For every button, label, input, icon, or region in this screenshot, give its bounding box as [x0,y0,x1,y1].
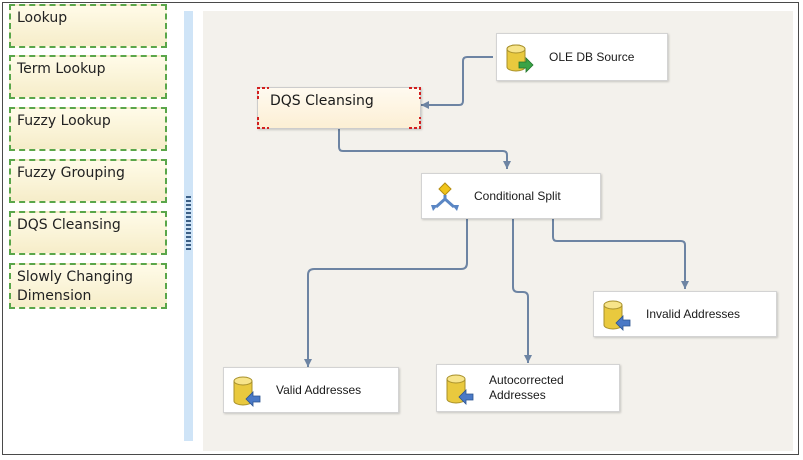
toolbox-item-slowly-changing-dimension[interactable]: Slowly Changing Dimension [9,263,167,309]
selection-marker-icon [257,87,421,129]
connector-split-to-autocorrected[interactable] [512,219,532,363]
database-destination-icon [232,374,262,411]
connector-split-to-invalid[interactable] [552,219,689,289]
component-conditional-split[interactable]: Conditional Split [421,173,601,219]
component-label: DQS Cleansing [270,93,374,109]
component-label: Valid Addresses [276,382,362,397]
component-label: Invalid Addresses [646,306,741,321]
conditional-split-icon [428,181,462,216]
database-source-icon [505,42,535,77]
component-label: Autocorrected Addresses [489,373,564,402]
toolbox-item-lookup[interactable]: Lookup [9,4,167,48]
database-destination-icon [602,298,632,335]
data-flow-canvas[interactable]: OLE DB Source DQS Cleansing [203,11,793,451]
toolbox-item-dqs-cleansing[interactable]: DQS Cleansing [9,211,167,255]
connector-split-to-valid[interactable] [304,219,468,367]
database-destination-icon [445,372,475,409]
component-invalid-addresses[interactable]: Invalid Addresses [593,291,777,337]
splitter-grip-icon[interactable] [186,196,191,252]
connector-layer [304,56,689,367]
component-dqs-cleansing[interactable]: DQS Cleansing [257,87,421,129]
toolbox-item-fuzzy-lookup[interactable]: Fuzzy Lookup [9,107,167,151]
window-frame: Lookup Term Lookup Fuzzy Lookup Fuzzy Gr… [2,2,799,455]
connector-source-to-dqs[interactable] [421,56,493,109]
connector-dqs-to-split[interactable] [338,129,511,169]
toolbox-item-term-lookup[interactable]: Term Lookup [9,55,167,99]
toolbox-item-fuzzy-grouping[interactable]: Fuzzy Grouping [9,159,167,203]
component-label: Conditional Split [474,188,561,203]
component-label: OLE DB Source [549,49,635,64]
component-autocorrected-addresses[interactable]: Autocorrected Addresses [436,364,620,412]
component-valid-addresses[interactable]: Valid Addresses [223,367,399,413]
component-ole-db-source[interactable]: OLE DB Source [496,33,668,81]
